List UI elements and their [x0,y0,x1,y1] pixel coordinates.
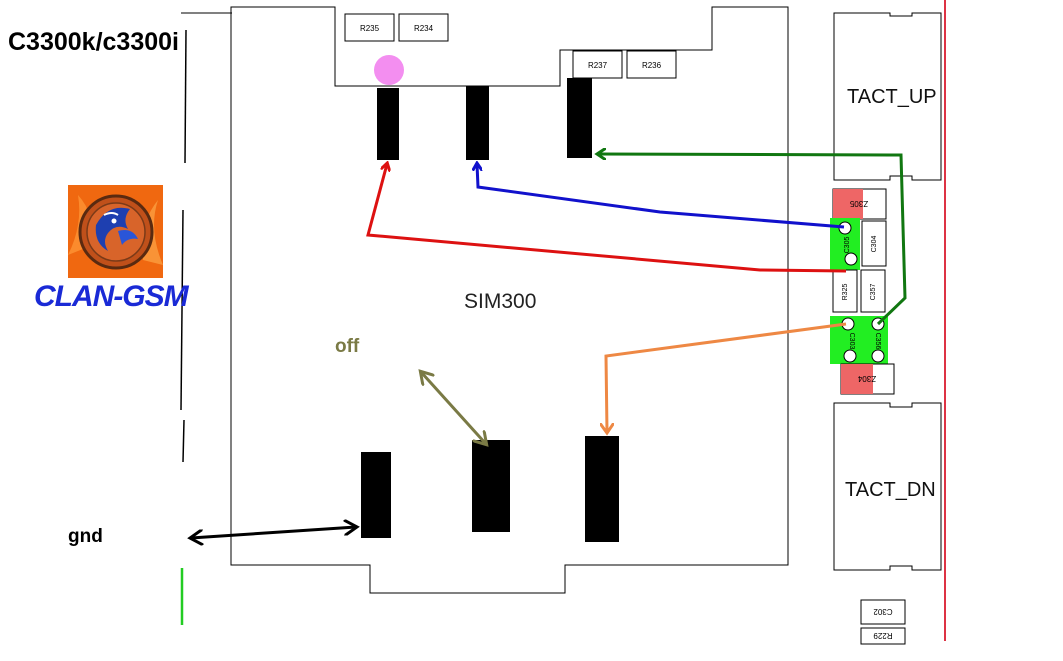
tact-up-switch [833,12,942,181]
c304-label: C304 [871,236,878,253]
c356-label: C356 [874,333,881,350]
clan-gsm-logo [68,185,163,278]
green-jumper-wire [598,154,907,326]
capacitor-c304: C304 [861,220,887,267]
resistor-r235: R235 [344,13,395,42]
z305-label: Z305 [849,199,868,208]
left-edge-line [184,29,187,164]
c303-label: C303 [848,333,855,350]
sim-pad-bottom-left [361,452,391,538]
tact-up-label: TACT_UP [847,86,937,108]
module-label: SIM300 [464,290,537,313]
blue-jumper-wire [477,164,845,229]
sim300-module-outline [230,6,789,594]
gnd-label: gnd [68,526,103,547]
off-arrow [421,372,486,444]
brand-name: CLAN-GSM [34,280,189,313]
zener-z305: Z305 [832,188,887,220]
test-point [843,349,857,363]
sim-pad-top-middle [466,86,489,160]
capacitor-c357: C357 [860,269,886,313]
c305-label: C305 [844,237,851,254]
page-title: C3300k/c3300i [8,28,179,56]
sim-pad-bottom-right [585,436,619,542]
r237-label: R237 [588,61,608,70]
red-jumper-wire [366,164,847,273]
resistor-r229: R229 [860,627,906,645]
tact-dn-label: TACT_DN [845,479,936,501]
resistor-r234: R234 [398,13,449,42]
c357-label: C357 [870,284,877,301]
resistor-r236: R236 [626,50,677,79]
sim-pad-bottom-middle [472,440,510,532]
r235-label: R235 [360,24,380,33]
test-point [844,252,858,266]
left-edge-line [180,209,184,411]
z304-label: Z304 [857,374,876,383]
resistor-r325: R325 [832,269,858,313]
r325-label: R325 [842,284,849,301]
resistor-r237: R237 [572,50,623,79]
c302-label: C302 [873,607,893,616]
zener-z304: Z304 [840,363,895,395]
r236-label: R236 [642,61,662,70]
sim-pad-top-right [567,78,592,158]
off-label: off [335,336,360,357]
pin1-marker [374,55,404,85]
gnd-arrow [191,527,356,538]
orange-jumper-wire [606,322,847,432]
sim-pad-top-left [377,88,399,160]
left-edge-line [182,419,185,463]
tact-dn-switch [833,402,942,571]
r229-label: R229 [873,631,893,640]
test-point [871,349,885,363]
r234-label: R234 [414,24,434,33]
capacitor-c302: C302 [860,599,906,625]
